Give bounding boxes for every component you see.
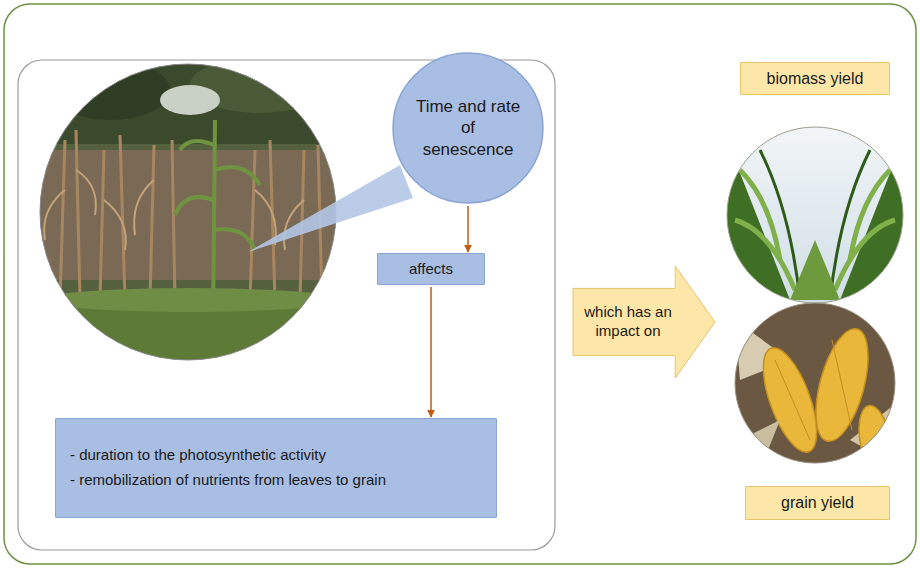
box-label: grain yield <box>754 493 881 513</box>
connector-arrow <box>467 206 469 252</box>
box-label: affects <box>386 260 476 279</box>
box-label: - duration to the photosynthetic activit… <box>70 446 482 465</box>
photo-rim <box>727 127 903 303</box>
photo-rim <box>40 64 336 360</box>
biomass-photo <box>720 120 910 310</box>
arrow-label: which has an impact on <box>581 303 675 341</box>
circle-label: Time and rate of senescence <box>414 96 522 160</box>
result-box: biomass yield <box>740 62 890 95</box>
arrow-outline <box>573 266 715 378</box>
field-photo <box>40 57 340 365</box>
circle-outline <box>393 53 543 203</box>
connector-arrow <box>430 287 432 417</box>
process-box: affects <box>377 253 485 285</box>
box-label: - remobilization of nutrients from leave… <box>70 471 482 490</box>
senescence-circle: Time and rate of senescence <box>392 52 544 204</box>
bubble-tail <box>248 165 413 252</box>
photo-rim <box>735 303 895 463</box>
corn-photo <box>730 300 900 477</box>
impact-arrow: which has an impact on <box>573 266 715 378</box>
box-label: biomass yield <box>749 69 881 89</box>
result-box: grain yield <box>745 486 890 520</box>
outer-frame <box>4 4 916 564</box>
inner-panel <box>18 60 555 550</box>
effects-list-box: - duration to the photosynthetic activit… <box>55 418 497 518</box>
